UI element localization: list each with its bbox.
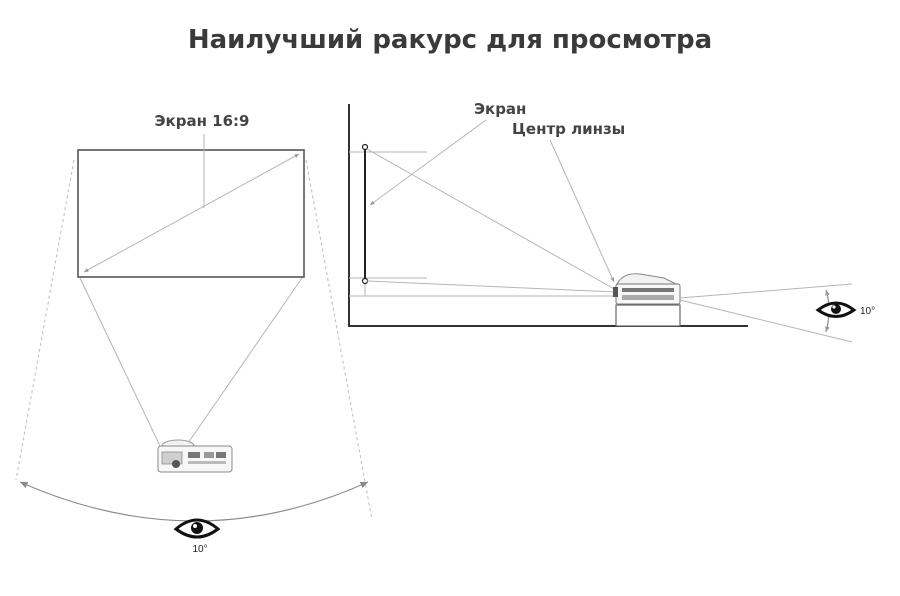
eye-line-upper (679, 283, 853, 299)
eye-line-lower (679, 299, 853, 343)
front-view: Экран 16:9 10° (15, 112, 373, 555)
screen-16-9-label: Экран 16:9 (155, 112, 250, 130)
projector-icon (157, 439, 233, 473)
screen-label: Экран (474, 100, 526, 118)
lens-leader (549, 139, 615, 283)
angle-label-left: 10° (192, 544, 207, 555)
beam-bottom (366, 280, 617, 293)
screen-leader (369, 119, 487, 206)
screen-diagonal (83, 153, 300, 273)
side-view: Экран Центр линзы 10° (348, 100, 875, 343)
cone-left-edge (15, 159, 75, 481)
cone-right-edge (305, 159, 373, 521)
angle-label-right: 10° (860, 306, 875, 317)
eye-icon (173, 518, 221, 539)
viewing-angle-arc (19, 481, 369, 522)
projection-line-left (79, 277, 161, 447)
page-title: Наилучший ракурс для просмотра (188, 25, 712, 55)
beam-top (366, 148, 617, 291)
eye-icon (815, 301, 857, 318)
projection-line-right (185, 277, 303, 447)
projector-icon (613, 273, 681, 305)
projector-stand (615, 304, 681, 327)
lens-center-label: Центр линзы (512, 120, 625, 138)
